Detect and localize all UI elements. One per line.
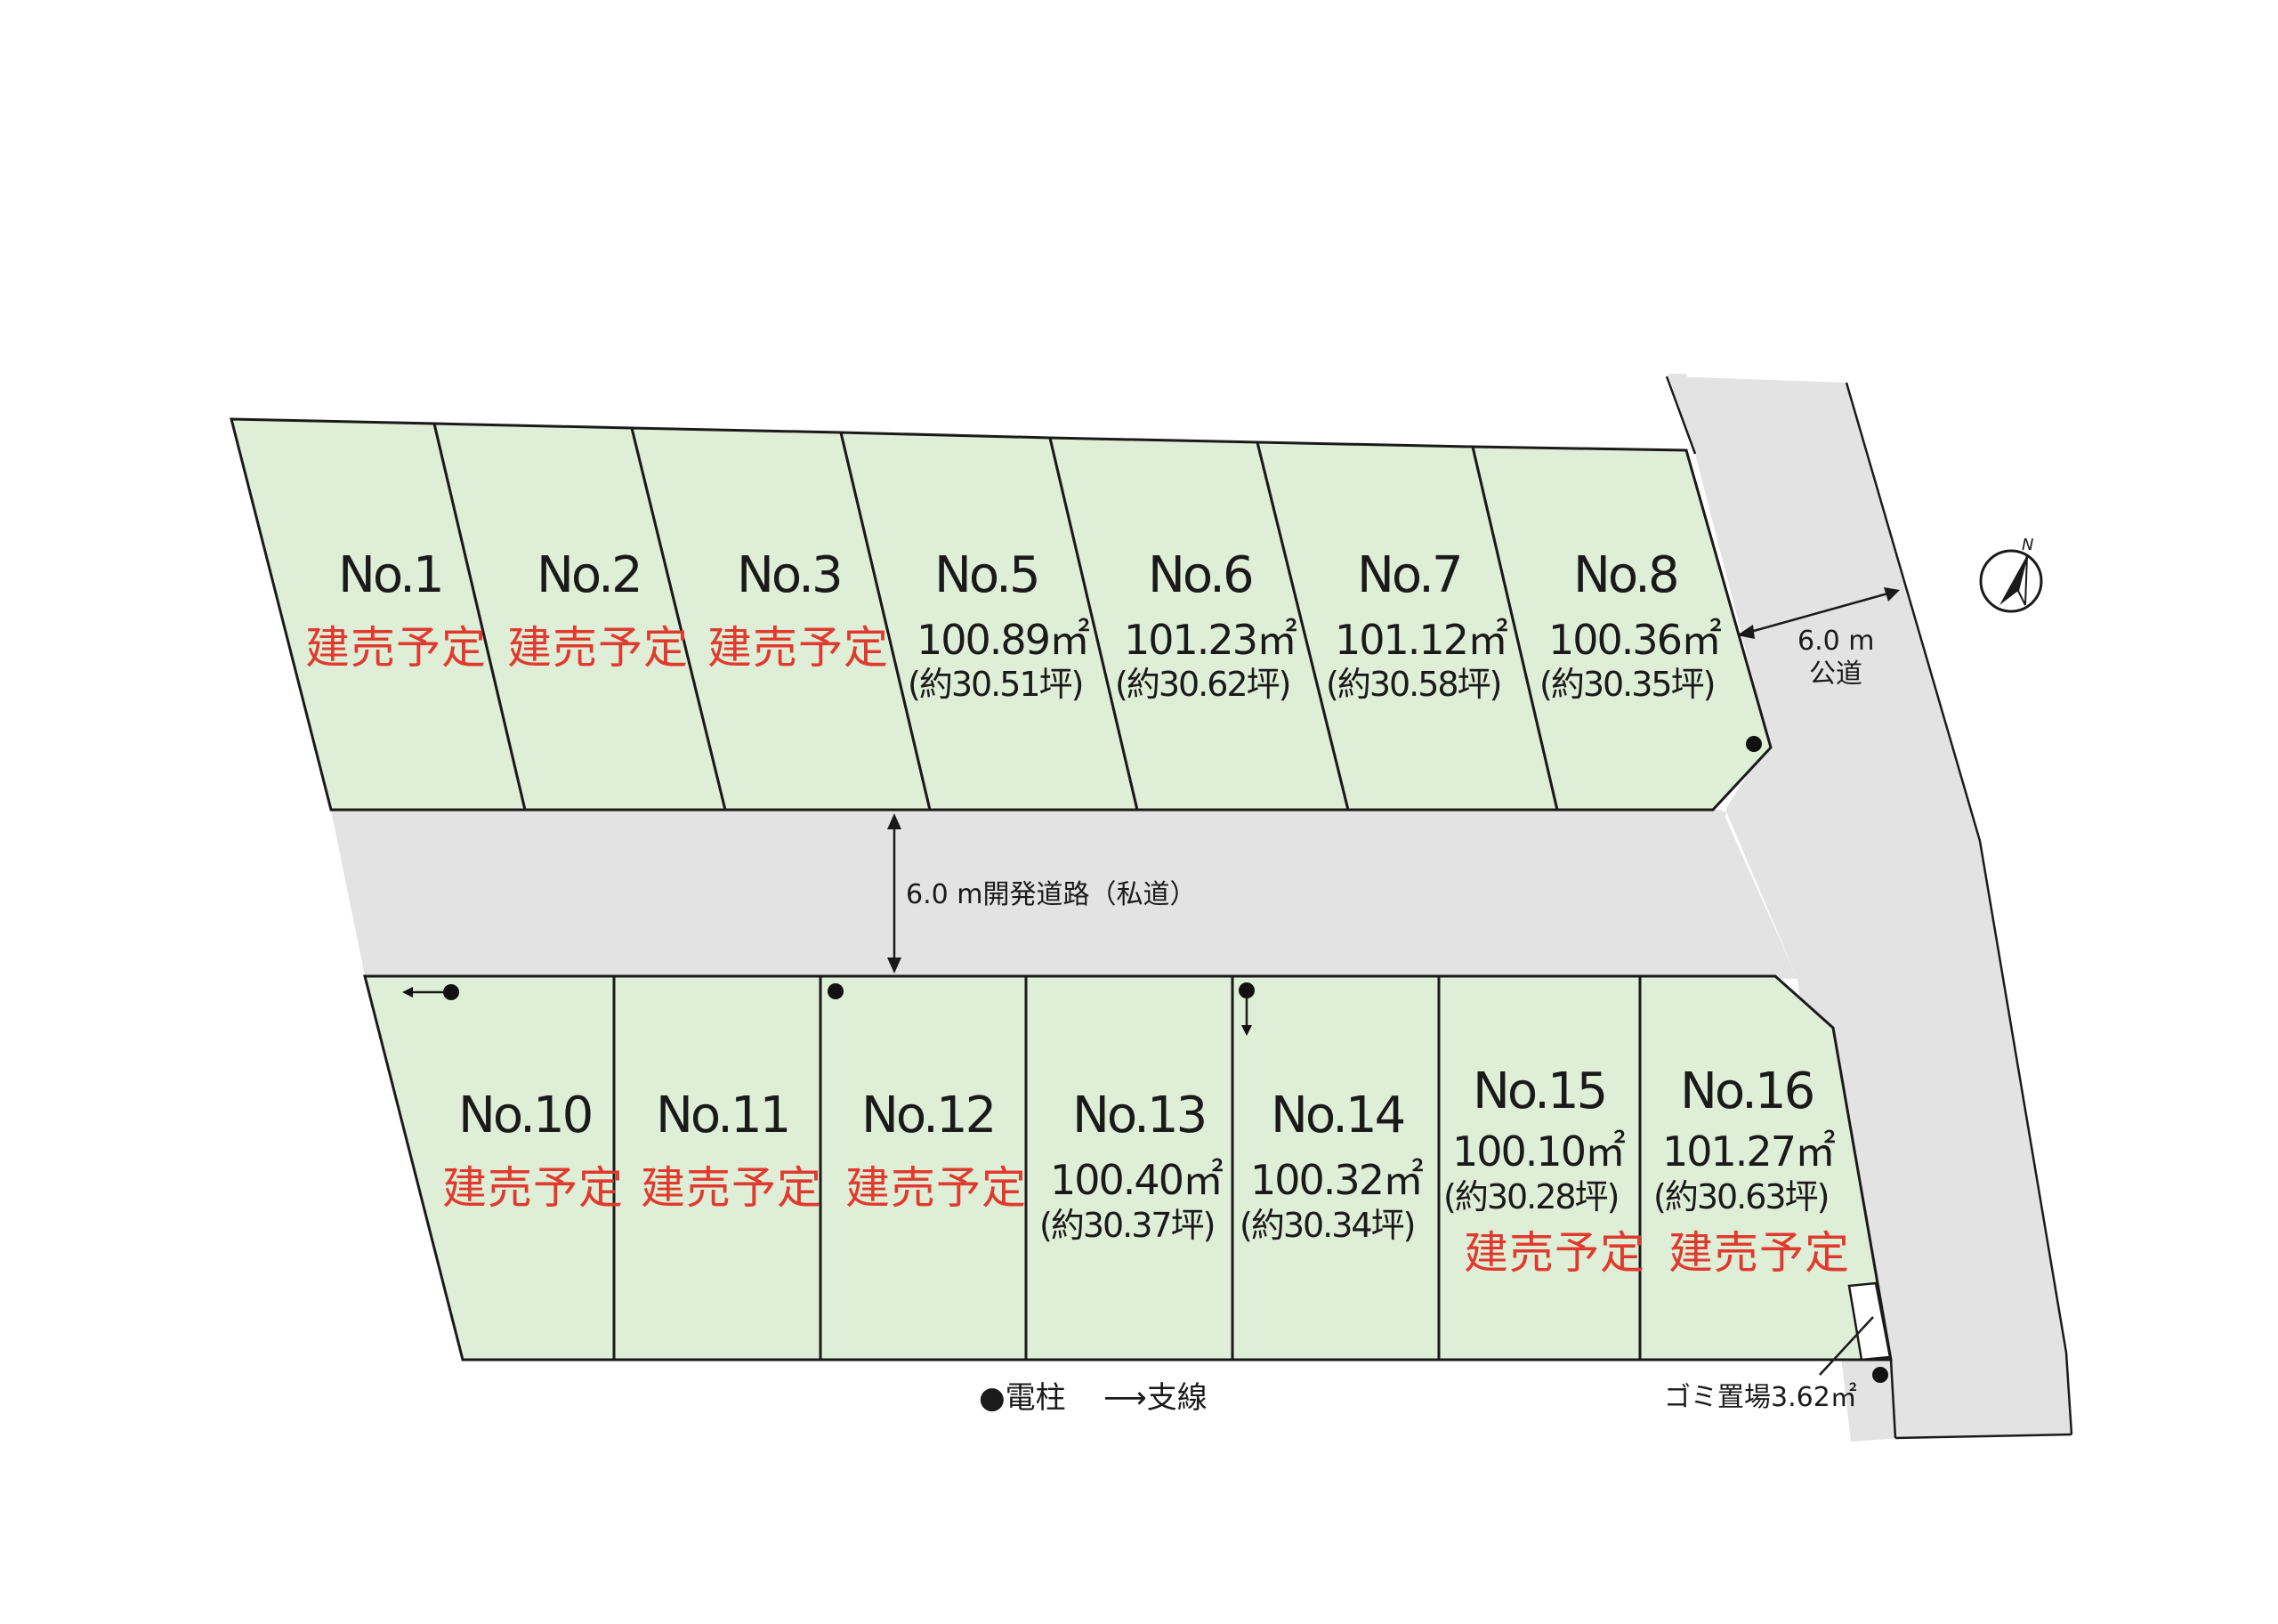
south-lots: [363, 974, 1893, 1361]
lot-8[interactable]: [1471, 445, 1773, 812]
north-lots: [230, 417, 1773, 812]
private-road-label: 6.0 m開発道路（私道）: [906, 879, 1196, 910]
north-lot-labels: No.1 建売予定 No.2 建売予定 No.3 建売予定 No.5 100.8…: [305, 546, 1723, 704]
lot-14-tsubo: (約30.34坪): [1240, 1206, 1414, 1245]
public-road-edge-east: [1845, 382, 2073, 1435]
lot-1-status: 建売予定: [305, 622, 487, 674]
pole-lot14: [1239, 982, 1255, 998]
legend-guy-wire: ⟶支線: [1103, 1380, 1208, 1416]
lot-15-tsubo: (約30.28坪): [1443, 1177, 1618, 1216]
lot-16-number: No.16: [1680, 1062, 1814, 1120]
pole-lot12: [828, 983, 844, 999]
lot-1-number: No.1: [338, 546, 442, 604]
public-road-dimension: 6.0 m 公道: [1737, 587, 1900, 690]
lot-13-number: No.13: [1072, 1087, 1205, 1144]
lot-12-status: 建売予定: [845, 1162, 1027, 1214]
lot-16[interactable]: [1638, 974, 1893, 1361]
lot-11-number: No.11: [656, 1087, 788, 1144]
lot16-side-edge: [1889, 1359, 1897, 1439]
lot-15-number: No.15: [1473, 1062, 1605, 1120]
lot-15-status: 建売予定: [1464, 1227, 1645, 1279]
lot-5-area: 100.89㎡: [917, 616, 1089, 664]
public-road-edge-west: [1665, 376, 1697, 455]
private-road-band: [331, 810, 1797, 979]
lot-6-tsubo: (約30.62坪): [1115, 665, 1289, 704]
lot-16-status: 建売予定: [1668, 1227, 1850, 1279]
pole-corner: [1872, 1367, 1888, 1383]
private-road-dimension: 6.0 m開発道路（私道）: [887, 813, 1196, 974]
lot-6-area: 101.23㎡: [1124, 616, 1297, 664]
lot-16-area: 101.27㎡: [1662, 1127, 1835, 1176]
south-lot-labels: No.10 建売予定 No.11 建売予定 No.12 建売予定 No.13 1…: [442, 1062, 1850, 1279]
lot-10-number: No.10: [458, 1087, 591, 1144]
lot-7-area: 101.12㎡: [1335, 616, 1507, 664]
pole-lot8: [1746, 736, 1762, 752]
legend: ●電柱 ⟶支線: [979, 1380, 1208, 1416]
pole-lot10: [443, 984, 459, 1000]
lot-5-tsubo: (約30.51坪): [908, 665, 1082, 704]
public-road-label: 公道: [1809, 658, 1862, 690]
lot-7-tsubo: (約30.58坪): [1326, 665, 1500, 704]
lot-6-number: No.6: [1148, 546, 1252, 604]
lot-3-number: No.3: [737, 546, 841, 604]
lot-13-tsubo: (約30.37坪): [1039, 1206, 1214, 1245]
public-road: [1668, 376, 2072, 1438]
lot-7-number: No.7: [1357, 546, 1461, 604]
lot-8-tsubo: (約30.35坪): [1539, 665, 1714, 704]
north-compass: N: [1979, 536, 2043, 613]
lot-14-number: No.14: [1271, 1087, 1404, 1144]
garbage-leader: [1819, 1316, 1874, 1376]
lot-12-number: No.12: [861, 1087, 994, 1144]
lot-16-tsubo: (約30.63坪): [1653, 1177, 1828, 1216]
compass-north-label: N: [2022, 536, 2033, 554]
legend-pole: ●電柱: [979, 1380, 1066, 1416]
lot-14-area: 100.32㎡: [1250, 1156, 1423, 1204]
lot-11-status: 建売予定: [641, 1162, 822, 1214]
garbage-label: ゴミ置場3.62㎡: [1664, 1382, 1857, 1413]
lot-3-status: 建売予定: [707, 622, 889, 674]
lot-2-number: No.2: [537, 546, 641, 604]
lot-5-number: No.5: [934, 546, 1038, 604]
lot-10-status: 建売予定: [442, 1162, 624, 1214]
lot-2-status: 建売予定: [507, 622, 689, 674]
public-road-end: [1894, 1433, 2072, 1440]
lot-13-area: 100.40㎡: [1050, 1156, 1223, 1204]
lot-8-number: No.8: [1573, 546, 1677, 604]
public-road-width: 6.0 m: [1797, 626, 1874, 657]
lot-8-area: 100.36㎡: [1548, 616, 1721, 664]
lot-15-area: 100.10㎡: [1452, 1127, 1625, 1176]
utility-poles: [402, 736, 1888, 1383]
